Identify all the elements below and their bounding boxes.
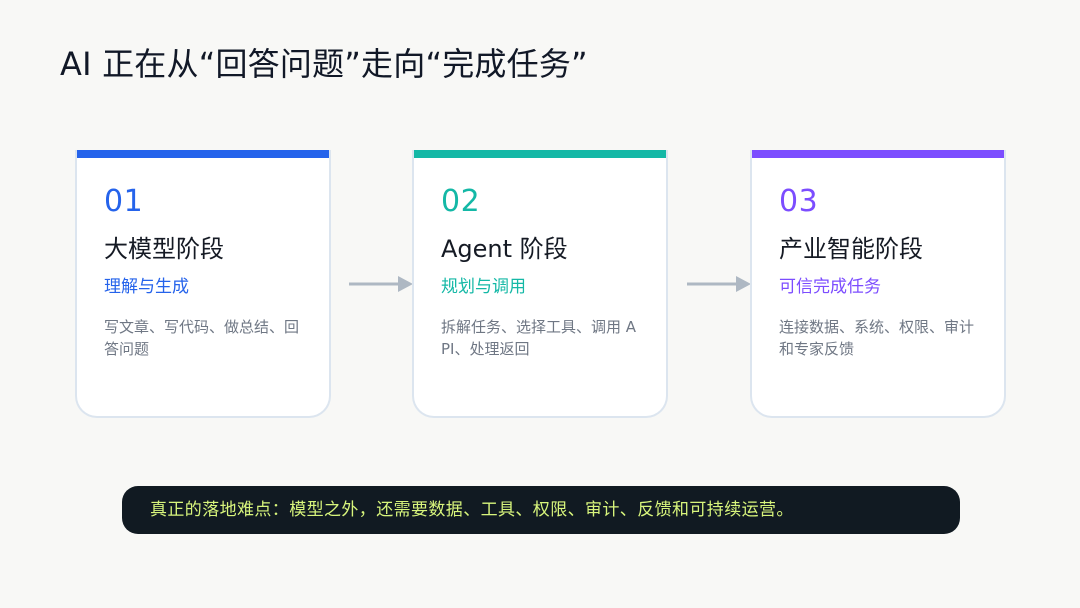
card-description: 写文章、写代码、做总结、回答问题 xyxy=(104,318,300,358)
card-subtitle: 理解与生成 xyxy=(104,277,189,297)
card-number: 02 xyxy=(441,184,481,219)
card-number: 01 xyxy=(104,184,144,219)
card-description: 拆解任务、选择工具、调用 API、处理返回 xyxy=(441,318,637,358)
card-subtitle: 规划与调用 xyxy=(441,277,526,297)
stage-card-03: 03 产业智能阶段 可信完成任务 连接数据、系统、权限、审计和专家反馈 xyxy=(750,150,1006,418)
card-subtitle: 可信完成任务 xyxy=(779,277,881,297)
card-description: 连接数据、系统、权限、审计和专家反馈 xyxy=(779,318,975,358)
card-number: 03 xyxy=(779,184,819,219)
summary-banner: 真正的落地难点：模型之外，还需要数据、工具、权限、审计、反馈和可持续运营。 xyxy=(122,486,960,534)
card-title: Agent 阶段 xyxy=(441,235,568,263)
arrow-right-icon xyxy=(349,273,413,295)
stage-card-01: 01 大模型阶段 理解与生成 写文章、写代码、做总结、回答问题 xyxy=(75,150,331,418)
page-title: AI 正在从“回答问题”走向“完成任务” xyxy=(60,45,588,83)
card-title: 产业智能阶段 xyxy=(779,235,923,263)
card-accent-bar xyxy=(414,150,666,158)
card-accent-bar xyxy=(77,150,329,158)
card-accent-bar xyxy=(752,150,1004,158)
summary-text: 真正的落地难点：模型之外，还需要数据、工具、权限、审计、反馈和可持续运营。 xyxy=(150,500,794,520)
stage-card-02: 02 Agent 阶段 规划与调用 拆解任务、选择工具、调用 API、处理返回 xyxy=(412,150,668,418)
card-title: 大模型阶段 xyxy=(104,235,224,263)
arrow-right-icon xyxy=(687,273,751,295)
